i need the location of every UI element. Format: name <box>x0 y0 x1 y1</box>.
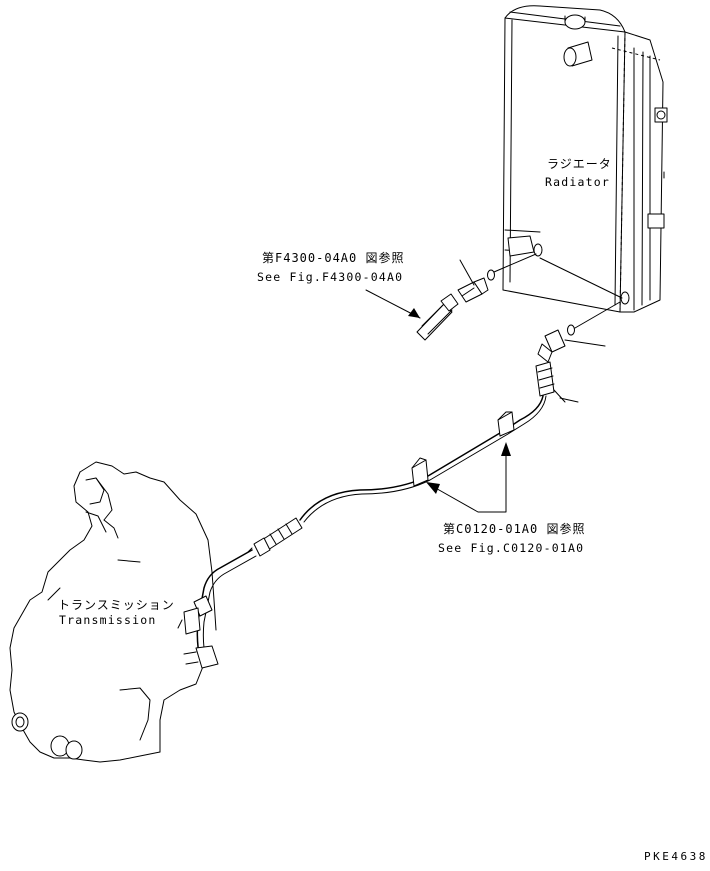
transmission-label-jp: トランスミッション <box>58 598 175 612</box>
radiator-label-en: Radiator <box>545 175 610 189</box>
radiator-assembly: ラジエータ Radiator <box>502 5 668 313</box>
ref-f4300-jp: 第F4300-04A0 図参照 <box>262 250 404 265</box>
transmission-assembly: トランスミッション Transmission <box>9 461 257 763</box>
lower-fittings <box>535 301 621 403</box>
transmission-hose-fitting <box>247 517 303 557</box>
callout-line <box>559 397 579 403</box>
hose-line: 第C0120-01A0 図参照 See Fig.C0120-01A0 <box>299 395 585 555</box>
drawing-code: PKE4638 <box>644 850 708 863</box>
upper-fittings: 第F4300-04A0 図参照 See Fig.F4300-04A0 <box>257 250 537 341</box>
radiator-label-jp: ラジエータ <box>547 157 612 171</box>
ref-f4300-en: See Fig.F4300-04A0 <box>257 270 403 284</box>
ref-c0120-jp: 第C0120-01A0 図参照 <box>443 521 585 536</box>
transmission-label-en: Transmission <box>59 613 156 627</box>
ref-c0120-en: See Fig.C0120-01A0 <box>438 541 584 555</box>
